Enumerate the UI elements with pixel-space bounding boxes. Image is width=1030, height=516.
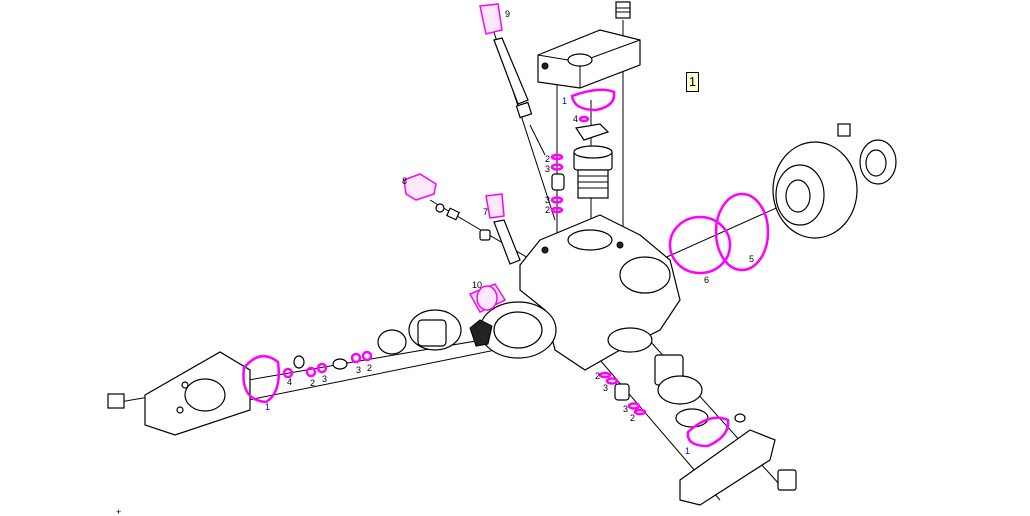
label-left-ring-3a: 3 (322, 374, 327, 384)
label-low-washer-2a: 2 (595, 371, 600, 381)
label-top-washer-2b: 2 (545, 205, 550, 215)
label-8: 8 (402, 176, 407, 186)
label-left-seal-1: 1 (265, 402, 270, 412)
top-cover (537, 29, 641, 89)
label-9: 9 (505, 9, 510, 19)
sleeve-10 (468, 283, 507, 313)
diagram-number-badge: 1 (686, 72, 699, 92)
callout-labels: 9 1 4 2 3 3 2 7 8 10 6 5 1 4 2 3 3 2 2 3… (116, 9, 754, 516)
label-left-ring-3b: 3 (356, 365, 361, 375)
label-7: 7 (483, 207, 488, 217)
label-left-washer-2b: 2 (367, 363, 372, 373)
cap-9 (479, 3, 546, 156)
cap-7-and-cap-8 (403, 173, 521, 265)
label-low-washer-2b: 2 (630, 413, 635, 423)
lower-flange-assembly (598, 354, 797, 506)
label-top-ring-3b: 3 (545, 195, 550, 205)
left-flange-assembly (107, 309, 462, 436)
corner-mark: + (116, 507, 121, 516)
label-10: 10 (472, 280, 482, 290)
label-low-ring-3b: 3 (623, 404, 628, 414)
label-low-seal-1: 1 (685, 446, 690, 456)
label-left-washer-2a: 2 (310, 378, 315, 388)
label-5: 5 (749, 254, 754, 264)
top-plug-screw (615, 1, 631, 19)
label-top-washer-2a: 2 (545, 154, 550, 164)
label-6: 6 (704, 275, 709, 285)
leader-lines (119, 19, 851, 501)
drive-flange (772, 123, 897, 239)
label-left-oring-4: 4 (287, 377, 292, 387)
gaskets-5-6 (668, 192, 770, 275)
top-seal-group (550, 88, 616, 214)
label-low-ring-3a: 3 (603, 383, 608, 393)
label-top-oring-4: 4 (573, 114, 578, 124)
label-top-ring-3a: 3 (545, 164, 550, 174)
pump-housing (469, 214, 681, 371)
label-top-seal-1: 1 (562, 96, 567, 106)
